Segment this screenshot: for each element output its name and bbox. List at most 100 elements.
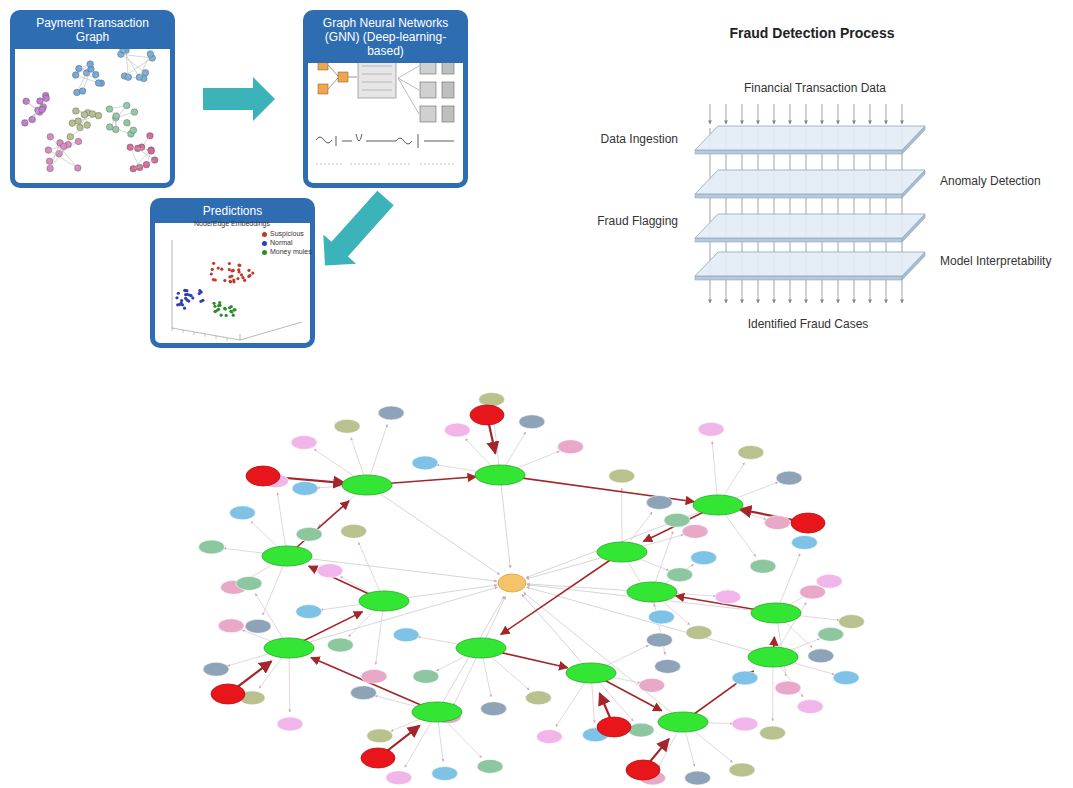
scatter-dot [241,276,244,279]
pipeline-panel: Graph Neural Networks (GNN) (Deep-learni… [303,10,468,188]
scatter-dot [230,274,233,277]
account-node [698,422,724,436]
graph-dot [43,95,50,102]
graph-dot [39,106,46,113]
scatter-dot [181,303,184,306]
account-node [536,730,562,744]
graph-dot [67,133,74,140]
illustration-stroke [328,65,338,76]
process-label: Identified Fraud Cases [748,318,869,332]
flow-line [806,104,807,124]
account-node [296,527,322,541]
scatter-dot [243,279,246,282]
account-node [800,585,826,599]
gnn-icon [338,72,348,82]
illustration-stroke [205,334,206,337]
merchant-node [359,591,409,611]
scatter-dot [251,271,254,274]
gnn-block [358,58,396,98]
account-node [791,536,817,550]
scatter-dot [230,269,233,272]
account-node [646,495,672,509]
illustration-stroke [216,336,217,339]
scatter-dot [214,278,217,281]
scatter-dot [232,280,235,283]
scatter-dot [238,264,241,267]
account-node [277,717,303,731]
legend-row: Suspicious [262,230,304,238]
process-label: Data Ingestion [601,133,678,147]
account-node [386,771,412,785]
account-node [327,638,353,652]
scatter-dot [223,279,226,282]
merchant-node [342,475,392,495]
gnn-layer [420,82,436,98]
scatter-dot [224,307,227,310]
scatter-dot [225,314,228,317]
scatter-dot [229,310,232,313]
graph-link [500,475,510,568]
flow-line [758,104,759,124]
panel-header: Graph Neural Networks (GNN) (Deep-learni… [308,15,463,63]
process-label: Fraud Flagging [597,215,678,229]
merchant-node [658,712,708,732]
scatter-dot [232,314,235,317]
account-node [715,590,741,604]
account-node [797,700,823,714]
scatter-dot [236,277,239,280]
merchant-node [475,465,525,485]
account-node [648,610,674,624]
illustration-stroke [362,66,392,67]
account-node [199,540,225,554]
scatter-dot [237,263,240,266]
illustration-stroke [328,78,338,89]
account-node [444,423,470,437]
merchant-node [693,495,743,515]
scatter-dot [247,269,250,272]
scatter-dot [210,272,213,275]
graph-dot [46,158,53,165]
pipeline-panel: Payment Transaction Graph [10,10,175,188]
scatter-dot [217,308,220,311]
graph-link [367,485,500,575]
transfer-arrow [501,552,622,634]
flow-arrow [323,191,393,266]
process-layer [695,214,925,238]
process-label: Anomaly Detection [940,175,1041,189]
illustration-stroke [50,137,77,168]
formula-sketch [316,164,454,165]
account-node [775,681,801,695]
fraud-node [361,748,395,768]
account-node [367,729,393,743]
graph-link [522,594,591,673]
merchant-node [751,603,801,623]
gnn-layer [442,82,454,98]
layer-edge [695,276,902,280]
gnn-layer [420,106,436,122]
merchant-node [264,638,314,658]
account-node [334,419,360,433]
flow-line [710,104,711,124]
account-node [432,767,458,781]
graph-dot [148,147,155,154]
account-node [639,678,665,692]
account-node [412,456,438,470]
process-layer [695,126,925,150]
scatter-dot [228,268,231,271]
flow-line [902,104,903,124]
account-node [750,559,776,573]
graph-dot [106,124,113,131]
illustration-stroke [126,50,128,77]
scatter-dot [233,308,236,311]
flow-line [870,104,871,124]
flow-arrow-shape [323,191,393,266]
merchant-node [748,647,798,667]
scatter-dot [214,310,217,313]
layer-edge [695,238,902,242]
fraud-node [211,684,245,704]
account-node [558,440,584,454]
flow-line [790,104,791,124]
legend-row: Normal [262,239,293,247]
